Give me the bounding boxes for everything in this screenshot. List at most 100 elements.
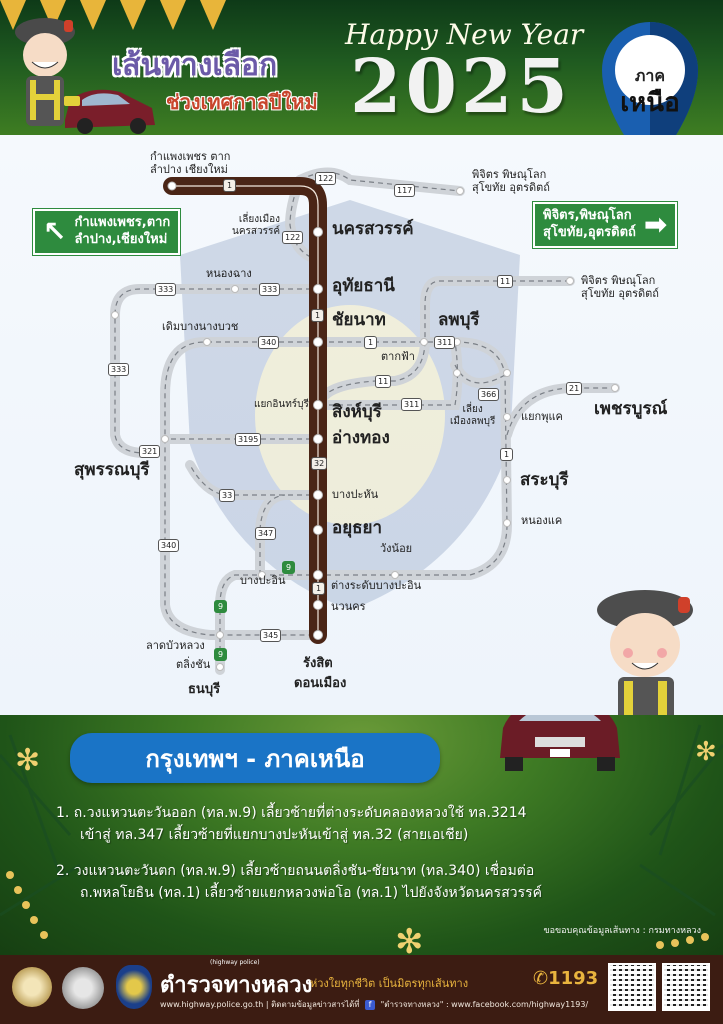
place-label: วังน้อย [380, 542, 413, 555]
place-label: ลาดบัวหลวง [146, 639, 205, 652]
place-label-lopburi: ลพบุรี [438, 310, 480, 330]
place-label-suphanburi: สุพรรณบุรี [74, 460, 150, 480]
route-marker-1: 1 [223, 179, 236, 192]
sign-line1: กำแพงเพชร,ตาก [74, 215, 171, 230]
destination-label: พิจิตร พิษณุโลก สุโขทัย อุตรดิตถ์ [472, 168, 550, 194]
route-marker-32: 32 [311, 457, 328, 470]
route-marker-21: 21 [566, 382, 583, 395]
sign-line2: ลำปาง,เชียงใหม่ [74, 231, 168, 247]
routes-panel: ✻ ✻ ✻ กรุงเทพฯ - ภาคเหนือ 1. ถ.วงแหวนตะว… [0, 715, 723, 955]
route-option-2: 2. วงแหวนตะวันตก (ทล.พ.9) เลี้ยวซ้ายถนนต… [56, 863, 542, 901]
region-badge-line1: ภาค [634, 66, 666, 85]
greeting-text: Happy New Year [345, 18, 584, 51]
footer-slogan: ห่วงใยทุกชีวิต เป็นมิตรทุกเส้นทาง [310, 977, 469, 990]
title-sub: ช่วงเทศกาลปีใหม่ [166, 90, 318, 114]
pine-branches-decoration-icon: ✻ ✻ ✻ [0, 724, 723, 955]
route-marker-122: 122 [315, 172, 337, 185]
route-marker-117: 117 [394, 184, 416, 197]
route-marker-1: 1 [311, 309, 324, 322]
place-label: ตลิ่งชัน [176, 658, 211, 671]
place-label: หนองฉาง [206, 267, 252, 280]
place-label: แยกพุแค [521, 410, 563, 423]
footer-brand: ตำรวจทางหลวง [160, 973, 313, 998]
svg-text:✻: ✻ [15, 743, 40, 778]
place-label: หนองแค [521, 514, 563, 527]
place-label: ตากฟ้า [381, 350, 415, 363]
route-marker-1: 1 [312, 582, 325, 595]
place-label-ayutthaya: อยุธยา [332, 518, 383, 538]
website-link[interactable]: www.highway.police.go.th [160, 1000, 264, 1009]
place-label: เลี่ยงเมือง นครสวรรค์ [232, 214, 281, 237]
place-label: ต่างระดับบางปะอิน [331, 579, 422, 592]
direction-sign-northwest: ↖ กำแพงเพชร,ตาก ลำปาง,เชียงใหม่ [31, 208, 182, 256]
police-car-front-icon [500, 715, 620, 771]
bunting-decoration [0, 0, 240, 40]
route-marker-333: 333 [259, 283, 281, 296]
destination-label: กำแพงเพชร ตาก ลำปาง เชียงใหม่ [150, 150, 231, 176]
place-label: นวนคร [331, 600, 366, 613]
footer-tag: (highway police) [210, 959, 260, 966]
route-marker-11: 11 [497, 275, 514, 288]
hotline-number[interactable]: ✆1193 [533, 968, 599, 989]
royal-seal-icon [12, 967, 52, 1007]
route-marker-9: 9 [214, 600, 227, 613]
place-label-angthong: อ่างทอง [332, 428, 390, 448]
place-label-chainat: ชัยนาท [332, 310, 386, 330]
arrow-up-left-icon: ↖ [43, 214, 67, 248]
arrow-right-icon: ➡ [643, 207, 668, 241]
route-marker-1: 1 [364, 336, 377, 349]
route-marker-333: 333 [108, 363, 130, 376]
place-label-uthaithani: อุทัยธานี [332, 276, 395, 296]
footer: (highway police) ตำรวจทางหลวง ห่วงใยทุกช… [0, 955, 723, 1024]
qr-code-facebook[interactable] [662, 963, 710, 1011]
sign-line2: สุโขทัย,อุตรดิตถ์ [543, 224, 636, 240]
route-marker-347: 347 [255, 527, 277, 540]
route-marker-340: 340 [158, 539, 180, 552]
facebook-icon: f [365, 1000, 376, 1010]
route-marker-9: 9 [214, 648, 227, 661]
police-mascot-saluting-icon [597, 590, 693, 715]
title-main: เส้นทางเลือก [112, 48, 278, 83]
route-map: .rm { position:absolute; background:#fff… [0, 135, 723, 715]
route-marker-9: 9 [282, 561, 295, 574]
place-label-thonburi: ธนบุรี [188, 682, 221, 697]
route-marker-122: 122 [282, 231, 304, 244]
highway-police-badge-icon [116, 965, 152, 1009]
region-pin-badge: ภาค เหนือ [600, 22, 700, 135]
place-label-saraburi: สระบุรี [520, 470, 569, 490]
police-car-icon [64, 89, 155, 134]
svg-text:✻: ✻ [395, 922, 424, 955]
qr-code-line[interactable] [608, 963, 656, 1011]
route-marker-311: 311 [434, 336, 456, 349]
route-marker-3195: 3195 [235, 433, 262, 446]
place-label: เดิมบางนางบวช [162, 320, 239, 333]
route-marker-311: 311 [401, 398, 423, 411]
route-marker-366: 366 [478, 388, 500, 401]
place-label: แยกอินทร์บุรี [254, 399, 309, 410]
data-credit: ขอขอบคุณข้อมูลเส้นทาง : กรมทางหลวง [543, 926, 701, 936]
route-marker-33: 33 [219, 489, 236, 502]
region-badge-line2: เหนือ [620, 88, 680, 118]
place-label-rangsit: รังสิต [303, 656, 333, 671]
route-lines [110, 167, 620, 675]
place-label: เลี่ยง เมืองลพบุรี [450, 404, 496, 427]
region-route-title: กรุงเทพฯ - ภาคเหนือ [70, 733, 440, 783]
police-seal-icon [62, 967, 104, 1009]
svg-text:✻: ✻ [695, 737, 717, 767]
place-label: บางปะหัน [332, 488, 379, 501]
header-banner: เส้นทางเลือก ช่วงเทศกาลปีใหม่ Happy New … [0, 0, 723, 135]
route-marker-1: 1 [500, 448, 513, 461]
place-label-nakhonsawan: นครสวรรค์ [332, 219, 414, 239]
place-label-donmueang: ดอนเมือง [294, 676, 347, 691]
year-text: 2025 [350, 44, 572, 130]
route-marker-321: 321 [139, 445, 161, 458]
route-marker-340: 340 [258, 336, 280, 349]
follow-text: | ติดตามข้อมูลข่าวสารได้ที่ [265, 1000, 360, 1009]
route-marker-333: 333 [155, 283, 177, 296]
map-pin-icon [602, 22, 698, 135]
direction-sign-northeast: พิจิตร,พิษณุโลก สุโขทัย,อุตรดิตถ์ ➡ [531, 201, 679, 249]
footer-links: www.highway.police.go.th | ติดตามข้อมูลข… [160, 998, 588, 1011]
place-label-phetchabun: เพชรบูรณ์ [594, 399, 668, 419]
facebook-link[interactable]: "ตำรวจทางหลวง" : www.facebook.com/highwa… [380, 1000, 589, 1009]
